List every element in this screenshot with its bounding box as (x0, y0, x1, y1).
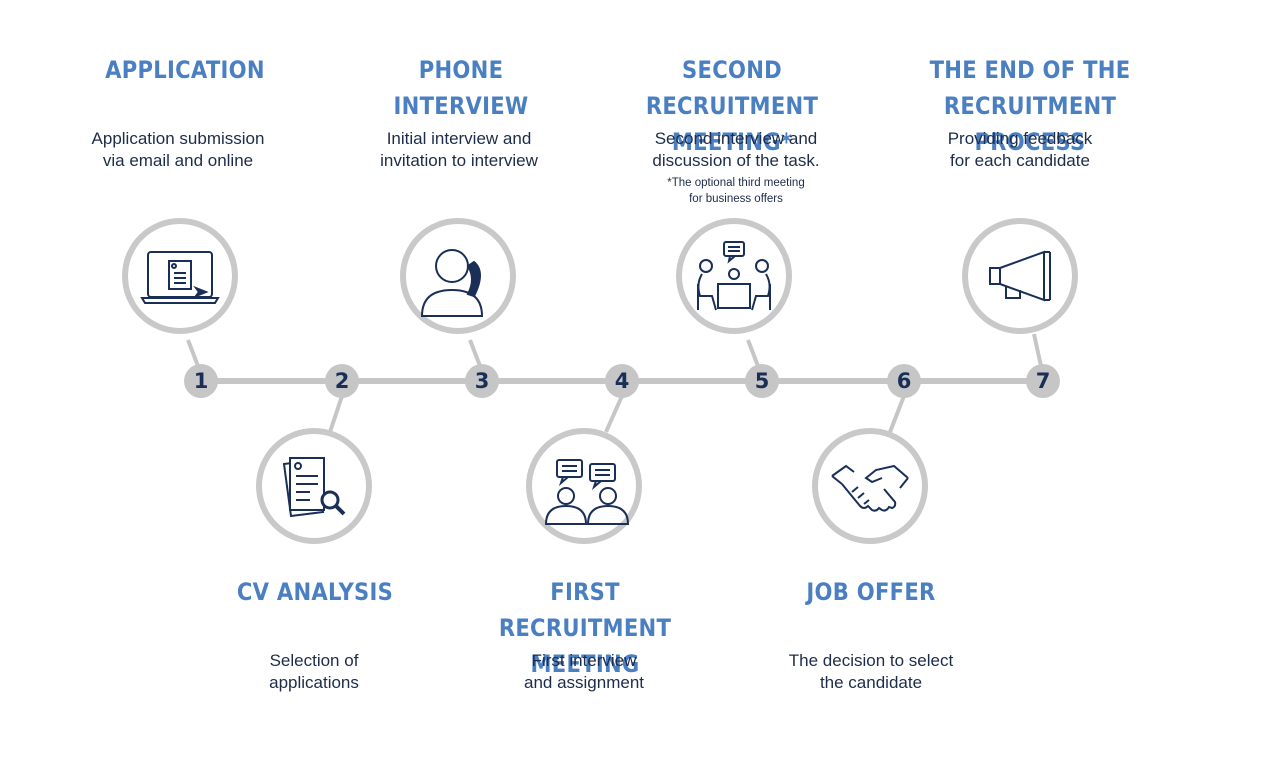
step-2-icon-circle (256, 428, 372, 544)
step-number-4: 4 (605, 364, 639, 398)
step-5-icon-circle (676, 218, 792, 334)
step-number-7: 7 (1026, 364, 1060, 398)
step-1-title: APPLICATION (105, 56, 265, 84)
step-6-description: The decision to select the candidate (788, 651, 954, 692)
step-3-description: Initial interview and invitation to inte… (380, 129, 538, 170)
step-number-6: 6 (887, 364, 921, 398)
laptop-icon (140, 251, 220, 304)
connector-7 (1032, 333, 1043, 367)
step-6-title: JOB OFFER (806, 578, 936, 606)
document-search-icon (282, 457, 346, 518)
step-7-icon-circle (962, 218, 1078, 334)
step-number-3: 3 (465, 364, 499, 398)
step-1-icon-circle (122, 218, 238, 334)
conversation-icon (544, 459, 630, 525)
connector-3 (468, 339, 482, 367)
connector-2 (328, 395, 344, 433)
step-5-note: *The optional third meeting for business… (667, 177, 805, 205)
step-4-title: FIRST RECRUITMENT MEETING (498, 578, 672, 678)
connector-4 (604, 395, 624, 433)
step-number-5: 5 (745, 364, 779, 398)
phone-call-icon (420, 249, 484, 317)
step-2-description: Selection of applications (269, 651, 359, 692)
step-3-icon-circle (400, 218, 516, 334)
step-7-description: Providing feedback for each candidate (947, 129, 1093, 170)
step-5-title: SECOND RECRUITMENT MEETING* (645, 56, 819, 156)
meeting-table-icon (697, 241, 771, 311)
step-5-description: Second interview and discussion of the t… (652, 129, 820, 170)
step-number-2: 2 (325, 364, 359, 398)
step-1-description: Application submission via email and onl… (91, 129, 265, 170)
connector-5 (746, 339, 760, 367)
step-4-icon-circle (526, 428, 642, 544)
step-6-icon-circle (812, 428, 928, 544)
step-3-title: PHONE INTERVIEW (393, 56, 529, 120)
step-7-title: THE END OF THE RECRUITMENT PROCESS (929, 56, 1131, 156)
connector-6 (888, 395, 906, 433)
megaphone-icon (989, 250, 1051, 302)
handshake-icon (831, 464, 909, 512)
connector-1 (186, 339, 200, 367)
step-2-title: CV ANALYSIS (236, 578, 394, 606)
step-4-description: First interview and assignment (523, 651, 645, 692)
step-number-1: 1 (184, 364, 218, 398)
